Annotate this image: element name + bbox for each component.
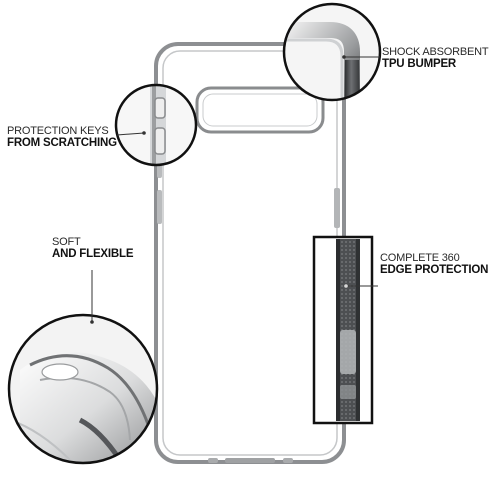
callout-shock-line1: SHOCK ABSORBENT <box>382 46 489 58</box>
side-button-cover <box>334 188 340 228</box>
callout-protection-keys: PROTECTION KEYS FROM SCRATCHING <box>7 125 117 150</box>
callout-shock-line2: TPU BUMPER <box>382 58 457 71</box>
clear-phone-case <box>154 42 346 464</box>
bottom-port-cutout <box>225 458 275 463</box>
callout-edge-protection: COMPLETE 360 EDGE PROTECTION <box>380 252 488 277</box>
callout-keys-line2: FROM SCRATCHING <box>7 137 117 150</box>
shock-magnifier <box>282 2 382 102</box>
callout-soft-flexible: SOFT AND FLEXIBLE <box>52 236 133 261</box>
callout-soft-line2: AND FLEXIBLE <box>52 248 134 261</box>
callout-keys-line1: PROTECTION KEYS <box>7 125 109 137</box>
camera-cutout <box>195 86 325 134</box>
edge-detail-box <box>312 235 378 425</box>
callout-edge-line1: COMPLETE 360 <box>380 252 460 264</box>
keys-magnifier <box>114 83 198 167</box>
keys-leader-line <box>116 132 145 136</box>
callout-shock-absorbent: SHOCK ABSORBENT TPU BUMPER <box>382 46 489 71</box>
callout-edge-line2: EDGE PROTECTION <box>380 264 489 277</box>
callout-soft-line1: SOFT <box>52 236 81 248</box>
flex-magnifier <box>7 270 159 465</box>
